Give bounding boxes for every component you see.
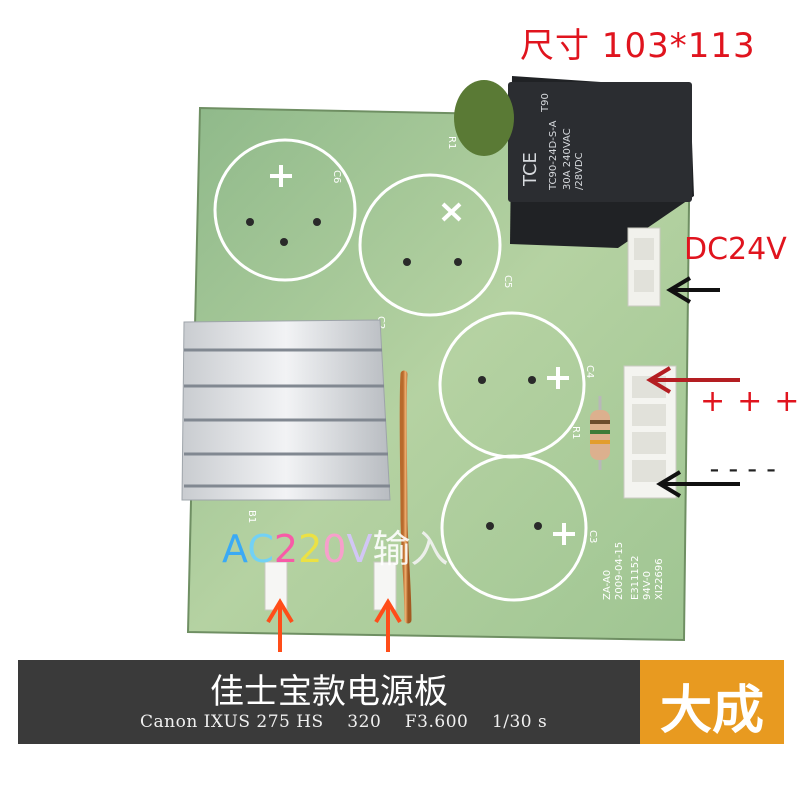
svg-text:30A 240VAC: 30A 240VAC [562,128,573,190]
capacitor-c6 [213,138,357,282]
svg-text:C4: C4 [584,365,595,378]
ac-input-char-2: C [247,527,274,571]
svg-text:T90: T90 [540,93,551,113]
dc-arrow-icon [666,276,720,304]
ac-input-char-4: 2 [298,527,323,571]
polarity-marks [270,165,575,545]
svg-text:TC90-24D-S-A: TC90-24D-S-A [548,120,559,191]
board-codes: ZA-A0 2009-04-15 E311152 94V-0 XI22696 [602,542,665,600]
svg-text:E311152: E311152 [630,556,641,601]
camera-info: Canon IXUS 275 HS 320 F3.600 1/30 s [140,712,548,732]
positive-arrow-icon [646,366,740,394]
svg-text:ZA-A0: ZA-A0 [602,570,613,600]
resistor [590,396,610,470]
brand-box [640,660,784,744]
footer-title: 佳士宝款电源板 [210,672,448,712]
svg-text:R1: R1 [570,426,581,439]
brand-label: 大成 [659,681,764,741]
ac-input-char-7: 输 [372,527,411,571]
copper-wire [399,370,412,624]
svg-text:94V-0: 94V-0 [642,571,653,600]
svg-text:2009-04-15: 2009-04-15 [614,542,625,600]
ac-input-char-3: 2 [273,527,299,571]
svg-text:C3: C3 [587,530,598,543]
svg-text:TCE: TCE [520,152,541,187]
capacitor-c3 [440,454,588,602]
svg-text:XI22696: XI22696 [654,558,665,600]
heatsink [181,319,391,501]
footer-bar [18,660,640,744]
svg-text:R1: R1 [446,136,457,149]
dimension-label: 尺寸 103*113 [520,26,756,66]
ac-arrow-left-icon [266,598,294,652]
ac-input-char-6: V [346,527,373,571]
ac-input-char-8: 入 [410,527,449,571]
svg-text:C5: C5 [502,275,513,288]
negative-label: ---- [706,452,782,485]
varistor [454,80,514,156]
capacitor-c5 [358,173,502,317]
relay: TCE TC90-24D-S-A 30A 240VAC /28VDC T90 [508,76,694,248]
svg-text:C6: C6 [331,170,342,183]
positive-label: +++ [700,384,800,419]
ac-input-char-1: A [222,527,248,571]
ac-input-char-5: 0 [322,527,347,571]
svg-text:/28VDC: /28VDC [574,152,585,190]
dc-voltage-label: DC24V [684,232,787,267]
ac-arrow-right-icon [374,598,402,652]
negative-arrow-icon [656,470,740,498]
ac-input-label: AC220V输入 [222,518,448,573]
svg-text:B1: B1 [246,510,257,523]
